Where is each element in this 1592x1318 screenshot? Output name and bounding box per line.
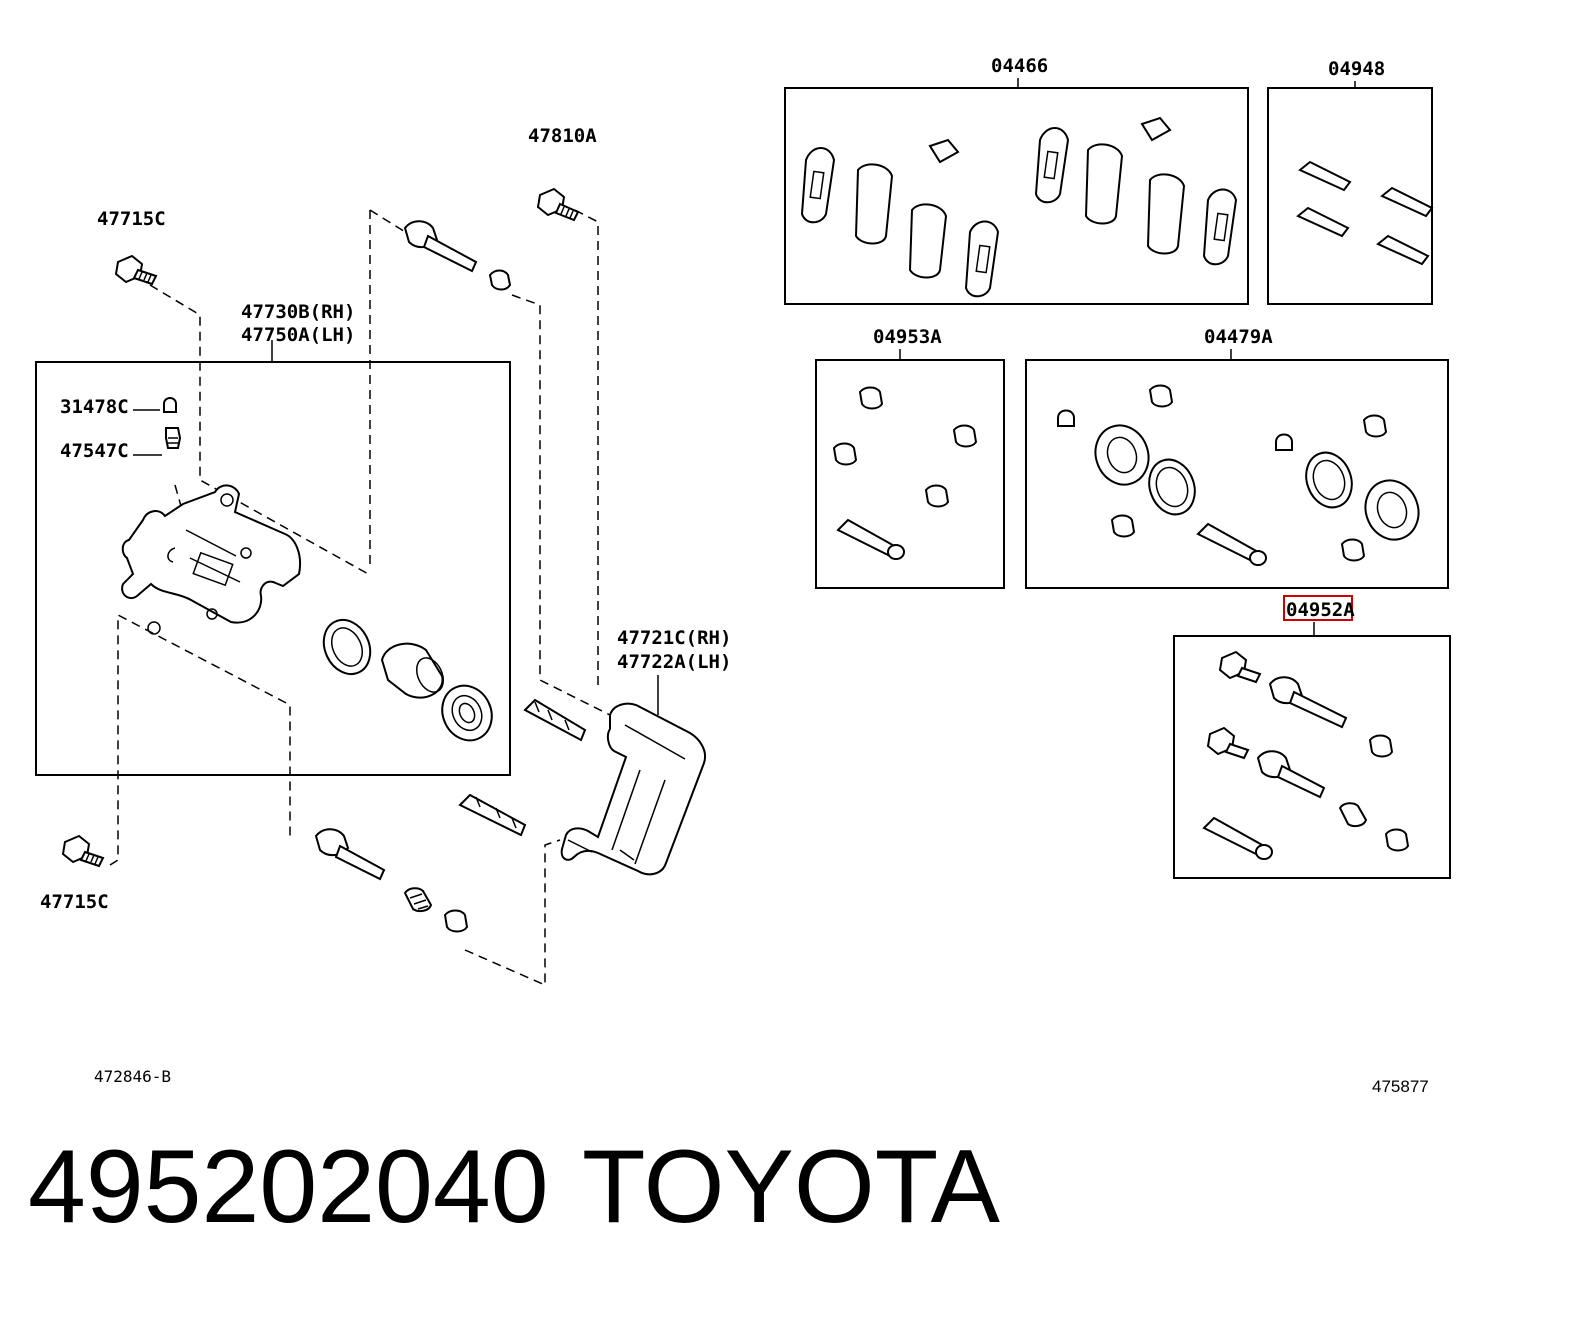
label-47810a[interactable]: 47810A [528,125,597,147]
slide-pin-kit-04952a-icon [1202,650,1410,860]
cylinder-kit-04479a-icon [1057,384,1420,566]
label-47730b[interactable]: 47730B(RH) [241,301,355,323]
label-04479a[interactable]: 04479A [1204,326,1273,348]
label-04952a[interactable]: 04952A [1286,599,1355,621]
label-47715c-top[interactable]: 47715C [97,208,166,230]
slide-pin-upper-icon [403,220,512,291]
bleeder-cap-icon [163,397,177,413]
kit-04948-box [1267,87,1433,305]
pad-clip-upper-icon [523,698,587,742]
kit-04953a-box [815,359,1005,589]
piston-seal-icon [322,618,372,676]
piston-boot-icon [441,684,493,742]
bolt-47810a-icon [536,187,580,222]
label-47721c[interactable]: 47721C(RH) [617,627,731,649]
kit-04466-box [784,87,1249,305]
piston-icon [380,642,445,699]
bushing-icon [443,909,469,933]
kit-04479a-box [1025,359,1449,589]
brand-name: TOYOTA [582,1129,1000,1245]
ref-code-left: 472846-B [94,1067,171,1086]
label-47715c-bottom[interactable]: 47715C [40,891,109,913]
slide-pin-lower-icon [314,828,386,881]
label-47750a[interactable]: 47750A(LH) [241,324,355,346]
pad-clip-lower-icon [458,793,527,837]
part-number-title: 495202040 [28,1129,549,1245]
label-04466[interactable]: 04466 [991,55,1048,77]
anti-squeal-shims-icon [1296,160,1434,266]
label-47722a[interactable]: 47722A(LH) [617,651,731,673]
label-31478c[interactable]: 31478C [60,396,129,418]
highlight-box-04952a [1283,595,1353,621]
kit-04952a-box [1173,635,1451,879]
label-47547c[interactable]: 47547C [60,440,129,462]
caliper-assembly-box [35,361,511,776]
bolt-47715c-bottom-icon [61,834,105,868]
caliper-body-icon [121,484,301,635]
brake-pads-icon [800,116,1238,298]
bleeder-screw-icon [165,427,182,449]
boot-kit-04953a-icon [832,386,978,560]
bolt-47715c-top-icon [114,254,158,286]
slide-pin-boot-icon [403,887,433,913]
label-04953a[interactable]: 04953A [873,326,942,348]
caliper-mounting-bracket-icon [560,702,706,876]
label-04948[interactable]: 04948 [1328,58,1385,80]
ref-code-right: 475877 [1372,1077,1429,1096]
